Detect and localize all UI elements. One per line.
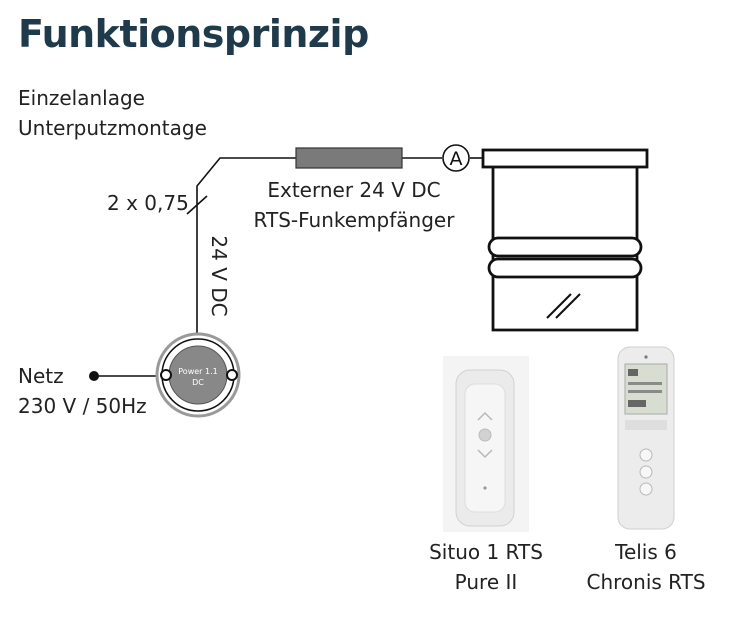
telis-screen-tile-1: [628, 369, 638, 376]
telis-remote-name-line1: Telis 6: [615, 540, 677, 564]
installation-type-label: Einzelanlage: [18, 86, 145, 110]
telis-screen-tile-3: [628, 390, 662, 393]
telis-down-button-icon: [639, 482, 653, 496]
power-supply-model-label: Power 1.1: [178, 367, 217, 376]
cable-cross-section-label: 2 x 0,75: [107, 191, 189, 215]
power-terminal-left: [160, 369, 172, 381]
mains-voltage-label: 230 V / 50Hz: [18, 394, 147, 418]
receiver-label-line1: Externer 24 V DC: [267, 178, 441, 202]
power-terminal-right: [226, 369, 238, 381]
shade-band-upper: [487, 236, 643, 258]
situo-remote-inner-panel: [464, 383, 506, 513]
rts-receiver-box: [295, 147, 403, 169]
cable-voltage-label: 24 V DC: [207, 235, 231, 317]
telis-screen-tile-4: [628, 400, 646, 407]
telis-remote-image: [617, 346, 675, 530]
telis-button-row: [625, 420, 667, 430]
telis-remote-name-line2: Chronis RTS: [586, 570, 706, 594]
mains-label: Netz: [18, 364, 64, 388]
telis-my-button-icon: [639, 465, 653, 479]
situo-my-button-icon: [478, 428, 492, 442]
mounting-type-label: Unterputzmontage: [18, 116, 207, 140]
situo-remote-name-line2: Pure II: [454, 570, 518, 594]
situo-up-arrow-icon: [477, 411, 493, 421]
motor-marker-circle: [442, 144, 470, 172]
motor-marker-label: A: [450, 148, 463, 170]
cable-tick-mark: [186, 195, 208, 215]
situo-remote-image: [443, 356, 529, 532]
page-title: Funktionsprinzip: [18, 12, 369, 56]
cable-vertical-line: [196, 157, 296, 346]
power-supply-unit: Power 1.1 DC: [155, 332, 241, 418]
shade-headrail: [481, 148, 649, 169]
mains-terminal-dot: [89, 371, 99, 381]
glass-mark-2: [555, 293, 581, 319]
telis-screen-tile-2: [628, 382, 662, 385]
situo-down-arrow-icon: [477, 449, 493, 459]
receiver-label-line2: RTS-Funkempfänger: [253, 208, 455, 232]
situo-remote-name-line1: Situo 1 RTS: [429, 540, 543, 564]
telis-led-icon: [644, 355, 648, 359]
roller-shade-icon: [481, 148, 649, 332]
telis-up-button-icon: [639, 448, 653, 462]
shade-band-lower: [487, 257, 643, 279]
power-supply-type-label: DC: [192, 378, 204, 387]
cable-lines: [94, 157, 483, 377]
situo-led-icon: [483, 486, 487, 490]
glass-mark-1: [546, 293, 572, 319]
